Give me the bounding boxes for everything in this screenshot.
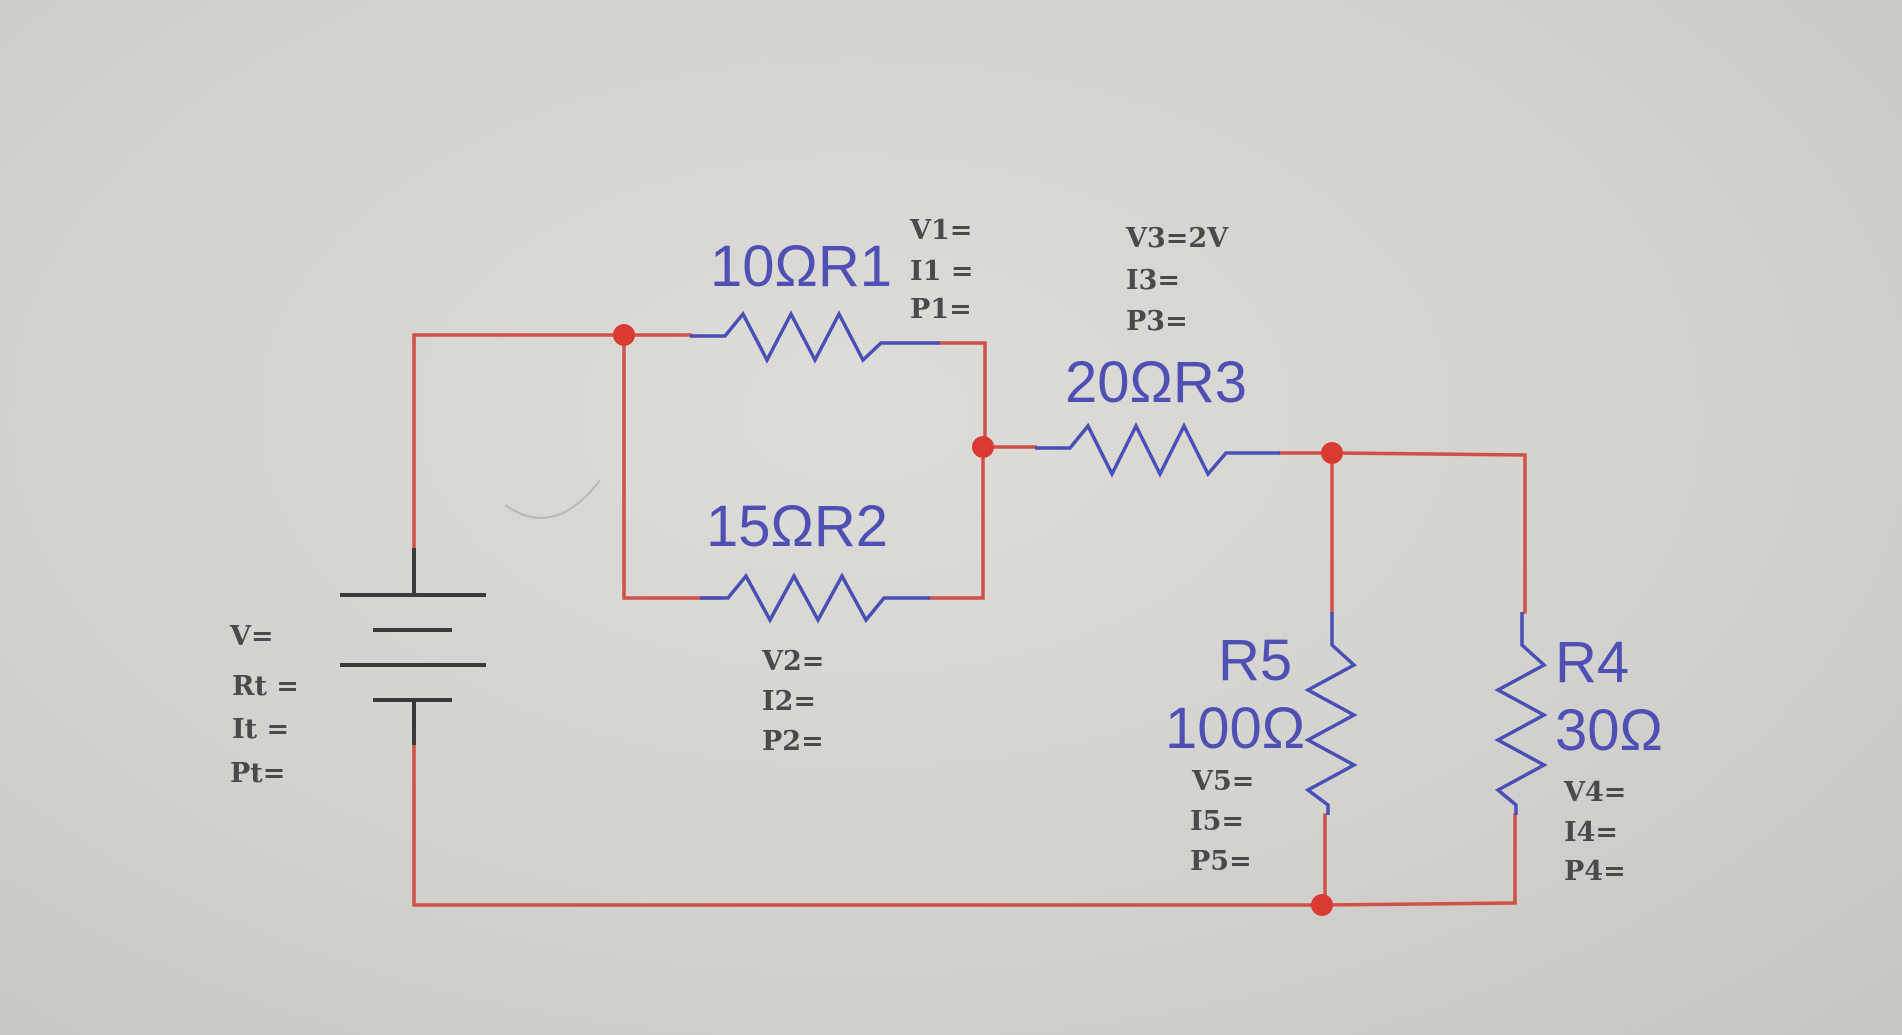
- r2-voltage-field: V2=: [761, 646, 824, 677]
- node-bottom: [1311, 894, 1333, 916]
- wires: [412, 333, 1527, 907]
- r4-value: 30Ω: [1555, 698, 1663, 763]
- wire-top-left: [412, 333, 626, 550]
- r1-power-field: P1=: [910, 294, 972, 325]
- r3-label: 20ΩR3: [1065, 350, 1247, 415]
- wire-r4-bottom: [1320, 813, 1517, 907]
- r5-voltage-field: V5=: [1191, 766, 1254, 797]
- source-resistance-field: Rt =: [232, 671, 299, 702]
- r1-label: 10ΩR1: [710, 234, 892, 299]
- wire-r2-right: [928, 445, 985, 600]
- r4-voltage-field: V4=: [1563, 777, 1626, 808]
- source-measurements: V= Rt = It = Pt=: [229, 621, 299, 789]
- r4-name: R4: [1555, 630, 1629, 695]
- resistor-r5-symbol: [1304, 612, 1358, 815]
- r5-power-field: P5=: [1190, 846, 1252, 877]
- wire-r1-right: [938, 341, 987, 449]
- resistor-r3-symbol: [1035, 422, 1280, 478]
- r3-measurements: V3=2V I3= P3=: [1125, 223, 1229, 337]
- r3-current-field: I3=: [1126, 265, 1180, 296]
- wire-bottom-left: [412, 743, 1324, 907]
- resistor-r4-symbol: [1494, 612, 1548, 815]
- r4-current-field: I4=: [1564, 817, 1618, 848]
- r4-power-field: P4=: [1564, 856, 1626, 887]
- wire-r2-left-branch: [622, 333, 722, 600]
- r5-name: R5: [1218, 628, 1292, 693]
- node-r1-r2-r3: [972, 436, 994, 458]
- resistor-r2-symbol: [700, 572, 930, 624]
- r3-power-field: P3=: [1126, 306, 1188, 337]
- wire-r4-top: [1330, 451, 1527, 614]
- r5-current-field: I5=: [1190, 806, 1244, 837]
- resistor-r1-symbol: [690, 310, 940, 364]
- r1-voltage-field: V1=: [909, 215, 972, 246]
- source-power-field: Pt=: [230, 758, 285, 789]
- node-top-left: [613, 324, 635, 346]
- node-r3-r4-r5: [1321, 442, 1343, 464]
- source-current-field: It =: [232, 714, 289, 745]
- r3-voltage-field: V3=2V: [1125, 223, 1229, 254]
- junction-nodes: [613, 324, 1343, 916]
- r5-value: 100Ω: [1165, 696, 1305, 761]
- r1-current-field: I1 =: [910, 256, 973, 287]
- r4-measurements: V4= I4= P4=: [1563, 777, 1626, 887]
- r2-current-field: I2=: [762, 686, 816, 717]
- r2-power-field: P2=: [762, 726, 824, 757]
- r2-label: 15ΩR2: [706, 494, 888, 559]
- r1-measurements: V1= I1 = P1=: [909, 215, 973, 325]
- r2-measurements: V2= I2= P2=: [761, 646, 824, 757]
- source-voltage-field: V=: [229, 621, 274, 652]
- pencil-mark: [504, 479, 601, 519]
- battery-source: [340, 548, 486, 745]
- r5-measurements: V5= I5= P5=: [1190, 766, 1254, 877]
